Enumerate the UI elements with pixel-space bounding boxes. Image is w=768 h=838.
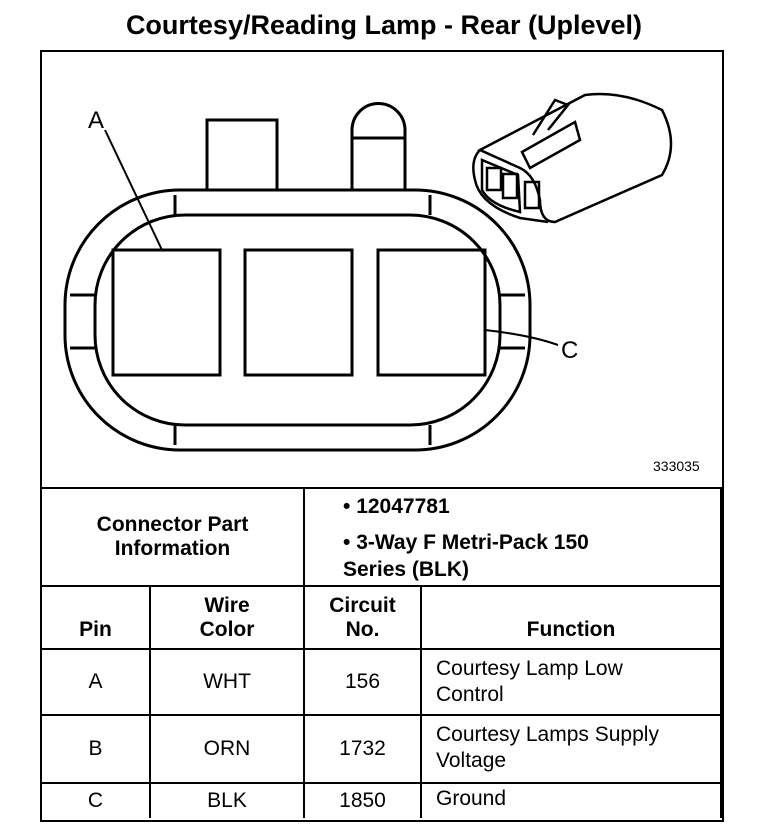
connector-type: 3-Way F Metri-Pack 150 Series (BLK) [343, 531, 589, 581]
leader-line-a [104, 129, 163, 251]
connector-inner-shell [93, 213, 502, 427]
wire-color-cell: WHT [151, 650, 305, 716]
circuit-cell: 1732 [305, 716, 422, 784]
pin-cell: B [42, 716, 151, 784]
label-a: A [88, 107, 104, 134]
connector-outer-shell [63, 188, 532, 452]
pin-cell: C [42, 784, 151, 818]
part-number-item: • 12047781 [343, 495, 450, 518]
figure-number: 333035 [653, 458, 700, 474]
header-wire-color: Wire Color [151, 587, 305, 650]
lock-tab [350, 102, 407, 217]
part-number: 12047781 [356, 495, 450, 518]
function-cell: Courtesy Lamps Supply Voltage [422, 716, 722, 784]
wire-color-cell: BLK [151, 784, 305, 818]
connector-iso-view [472, 92, 673, 224]
label-c: C [561, 337, 578, 364]
connector-type-item: • 3-Way F Metri-Pack 150 Series (BLK) [343, 531, 589, 581]
header-pin: Pin [42, 587, 151, 650]
wire-color-cell: ORN [151, 716, 305, 784]
function-cell: Ground [422, 784, 722, 818]
diagram-frame [40, 50, 724, 822]
leader-line-c [484, 329, 559, 346]
page-title: Courtesy/Reading Lamp - Rear (Uplevel) [125, 10, 643, 40]
function-cell: Courtesy Lamp Low Control [422, 650, 722, 716]
header-circuit: Circuit No. [305, 587, 422, 650]
pin-cavity-c [376, 248, 487, 377]
pin-cell: A [42, 650, 151, 716]
circuit-cell: 156 [305, 650, 422, 716]
square-tab [205, 118, 279, 195]
connector-info-label: Connector Part Information [42, 487, 305, 587]
shell-ribs [70, 195, 525, 445]
header-function: Function [422, 587, 722, 650]
circuit-cell: 1850 [305, 784, 422, 818]
pin-cavity-a [111, 248, 222, 377]
connector-info-values: • 12047781 • 3-Way F Metri-Pack 150 Seri… [305, 487, 722, 587]
pin-cavity-b [243, 248, 354, 377]
